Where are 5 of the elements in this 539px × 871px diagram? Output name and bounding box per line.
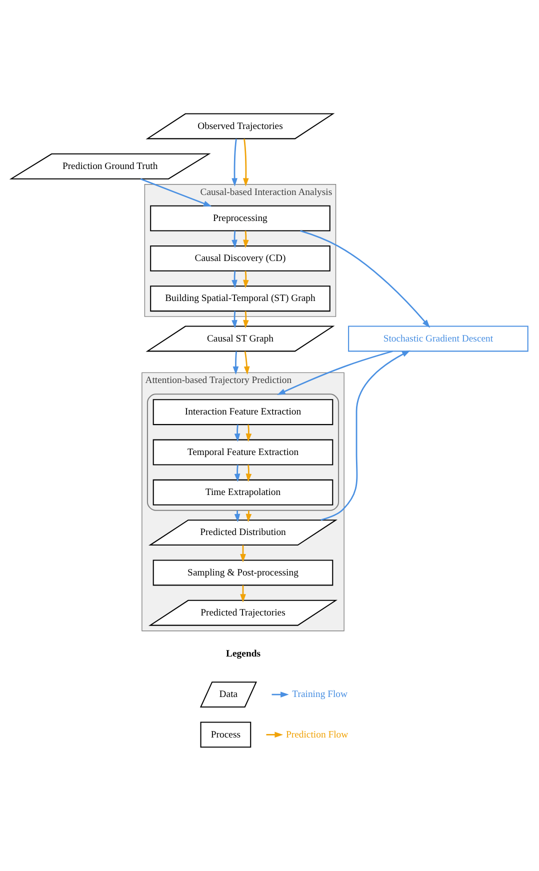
legend-label: Training Flow	[292, 688, 348, 700]
legend-label: Data	[219, 688, 238, 700]
legend-label: Prediction Flow	[286, 728, 348, 740]
legend-label: Process	[210, 728, 240, 740]
label: Legends	[226, 648, 260, 659]
